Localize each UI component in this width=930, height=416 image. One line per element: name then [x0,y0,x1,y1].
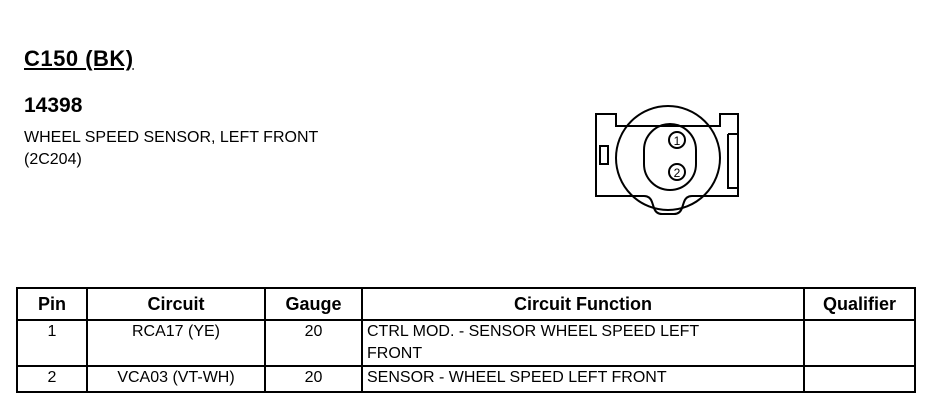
header-pin: Pin [16,287,88,321]
connector-outer-ring [615,105,721,211]
connector-housing [595,113,739,215]
header-circuit-function: Circuit Function [361,287,805,321]
table-row: 2 VCA03 (VT-WH) 20 SENSOR - WHEEL SPEED … [16,365,916,393]
pin-1-circle [668,131,686,149]
row-pin: 1 [16,319,88,367]
row-qualifier [803,365,916,393]
header-circuit: Circuit [86,287,266,321]
header-qualifier: Qualifier [803,287,916,321]
row-circuit: VCA03 (VT-WH) [86,365,266,393]
connector-id: C150 (BK) [24,46,134,71]
location-code: (2C204) [24,151,82,168]
row-pin: 2 [16,365,88,393]
pin-table: Pin Circuit Gauge Circuit Function Quali… [16,287,916,393]
right-latch [727,133,738,189]
row-gauge: 20 [264,319,363,367]
left-lock-tab [599,145,609,165]
row-function: CTRL MOD. - SENSOR WHEEL SPEED LEFT FRON… [361,319,805,367]
row-gauge: 20 [264,365,363,393]
table-header-row: Pin Circuit Gauge Circuit Function Quali… [16,287,916,321]
part-number: 14398 [24,94,83,117]
pin-carrier [643,123,697,191]
row-function-line1: CTRL MOD. - SENSOR WHEEL SPEED LEFT [367,323,700,340]
pin-2-label: 2 [674,166,681,180]
pin-2-circle [668,163,686,181]
row-function-line1: SENSOR - WHEEL SPEED LEFT FRONT [367,369,667,386]
row-qualifier [803,319,916,367]
header-gauge: Gauge [264,287,363,321]
row-function: SENSOR - WHEEL SPEED LEFT FRONT [361,365,805,393]
connector-face-diagram: 1 2 [595,105,739,215]
pin-1-label: 1 [674,134,681,148]
table-row: 1 RCA17 (YE) 20 CTRL MOD. - SENSOR WHEEL… [16,319,916,367]
row-function-line2: FRONT [367,345,423,362]
row-circuit: RCA17 (YE) [86,319,266,367]
connector-description: WHEEL SPEED SENSOR, LEFT FRONT [24,129,319,146]
